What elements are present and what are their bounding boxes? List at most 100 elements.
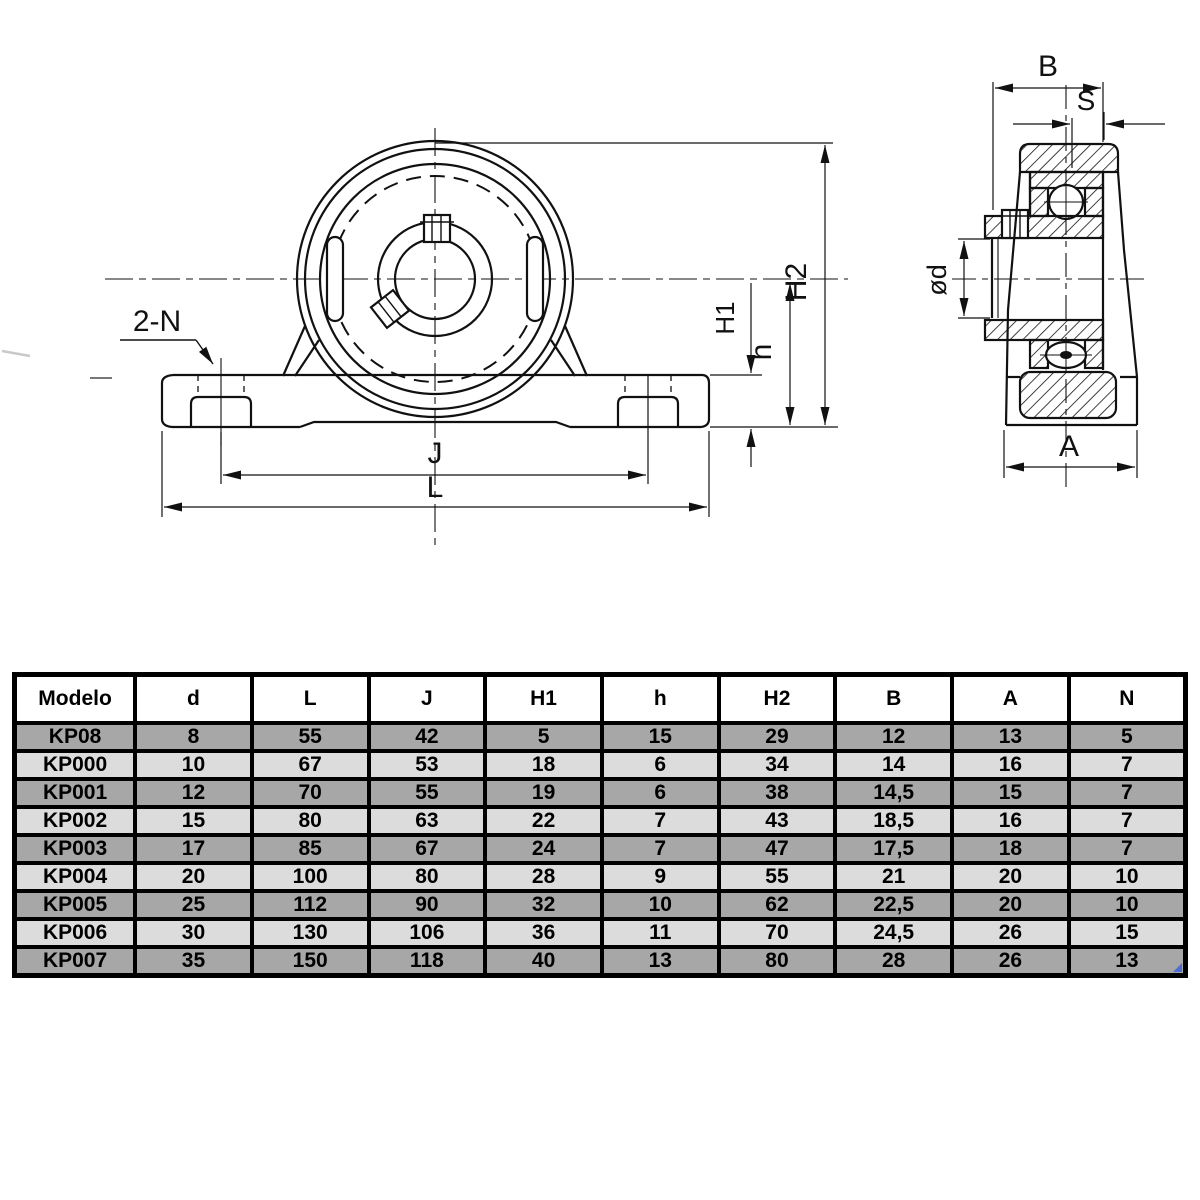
collar-band-lower — [983, 318, 1105, 342]
value-cell: 18 — [950, 833, 1071, 865]
model-cell: KP004 — [12, 861, 138, 893]
column-header: H2 — [716, 672, 838, 725]
value-cell: 67 — [366, 833, 488, 865]
value-cell: 22,5 — [833, 889, 955, 921]
value-cell: 20 — [950, 861, 1071, 893]
column-header: h — [599, 672, 721, 725]
column-header: A — [950, 672, 1071, 725]
base-flange — [160, 373, 711, 429]
value-cell: 7 — [1066, 805, 1188, 837]
side-dimensions: B S ød A — [922, 50, 1165, 478]
value-cell: 7 — [1066, 833, 1188, 865]
dim-label-h: h — [745, 344, 778, 361]
value-cell: 8 — [133, 721, 254, 753]
value-cell: 12 — [833, 721, 955, 753]
value-cell: 21 — [833, 861, 955, 893]
value-cell: 40 — [483, 945, 604, 978]
value-cell: 6 — [599, 777, 721, 809]
value-cell: 47 — [716, 833, 838, 865]
value-cell: 38 — [716, 777, 838, 809]
value-cell: 112 — [249, 889, 371, 921]
value-cell: 17,5 — [833, 833, 955, 865]
value-cell: 10 — [1066, 889, 1188, 921]
bolt-note-label: 2-N — [133, 305, 181, 338]
value-cell: 14 — [833, 749, 955, 781]
bolt-slot-left — [189, 358, 253, 446]
housing-cap — [1018, 142, 1120, 174]
value-cell: 30 — [133, 917, 254, 949]
value-cell: 55 — [249, 721, 371, 753]
column-header: L — [249, 672, 371, 725]
side-view: B S ød A — [922, 50, 1165, 488]
column-header: H1 — [483, 672, 604, 725]
housing-bore-circle — [318, 162, 552, 396]
dim-label-b: B — [1038, 50, 1058, 83]
value-cell: 15 — [1066, 917, 1188, 949]
column-header: J — [366, 672, 488, 725]
value-cell: 26 — [950, 917, 1071, 949]
value-cell: 20 — [133, 861, 254, 893]
value-cell: 28 — [483, 861, 604, 893]
dim-label-h2: H2 — [780, 263, 813, 301]
value-cell: 80 — [366, 861, 488, 893]
scan-artifact — [1, 349, 31, 358]
value-cell: 7 — [1066, 749, 1188, 781]
front-view: 2-N H2 h — [1, 128, 848, 548]
model-cell: KP001 — [12, 777, 138, 809]
model-cell: KP007 — [12, 945, 138, 978]
value-cell: 20 — [950, 889, 1071, 921]
value-cell: 10 — [133, 749, 254, 781]
value-cell: 55 — [716, 861, 838, 893]
model-cell: KP08 — [12, 721, 138, 753]
value-cell: 28 — [833, 945, 955, 978]
side-centerlines — [952, 85, 1148, 488]
dome-outer-circle — [295, 139, 575, 419]
set-screw-top — [420, 213, 454, 244]
front-dimensions: H2 h H1 J L — [161, 142, 838, 517]
bolt-note: 2-N — [120, 305, 214, 365]
ball-bottom-core — [1060, 351, 1072, 359]
value-cell: 15 — [133, 805, 254, 837]
value-cell: 70 — [716, 917, 838, 949]
value-cell: 5 — [1066, 721, 1188, 753]
value-cell: 62 — [716, 889, 838, 921]
value-cell: 43 — [716, 805, 838, 837]
housing-skirt — [281, 325, 589, 377]
value-cell: 70 — [249, 777, 371, 809]
value-cell: 14,5 — [833, 777, 955, 809]
value-cell: 29 — [716, 721, 838, 753]
value-cell: 19 — [483, 777, 604, 809]
value-cell: 7 — [1066, 777, 1188, 809]
value-cell: 16 — [950, 749, 1071, 781]
value-cell: 53 — [366, 749, 488, 781]
value-cell: 32 — [483, 889, 604, 921]
value-cell: 17 — [133, 833, 254, 865]
value-cell: 10 — [1066, 861, 1188, 893]
value-cell: 42 — [366, 721, 488, 753]
dim-label-bore: ød — [922, 264, 952, 296]
dim-label-a: A — [1059, 430, 1079, 463]
dim-label-j: J — [428, 437, 443, 470]
value-cell: 22 — [483, 805, 604, 837]
value-cell: 85 — [249, 833, 371, 865]
value-cell: 12 — [133, 777, 254, 809]
dome-inner-circle — [303, 147, 567, 411]
value-cell: 13 — [599, 945, 721, 978]
value-cell: 80 — [249, 805, 371, 837]
value-cell: 26 — [950, 945, 1071, 978]
value-cell: 55 — [366, 777, 488, 809]
value-cell: 63 — [366, 805, 488, 837]
model-cell: KP006 — [12, 917, 138, 949]
dim-label-h1: H1 — [710, 301, 740, 334]
column-header: N — [1066, 672, 1188, 725]
